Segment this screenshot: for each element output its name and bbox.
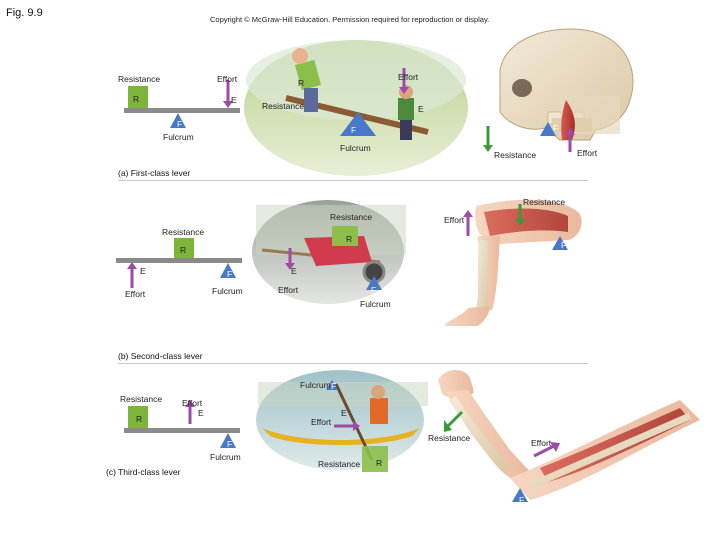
child-shirt [294, 59, 322, 91]
a-diagram-resistance-label: Resistance [118, 74, 161, 84]
wheelbarrow-scene [252, 200, 406, 304]
skull-scene [483, 28, 634, 152]
lever-beam [124, 108, 240, 113]
a-skull-f-label: F [553, 123, 559, 133]
third-class-lever-diagram [124, 400, 240, 448]
canoe-hull [262, 428, 420, 445]
eye-socket [512, 79, 532, 97]
b-barrow-effort-label: Effort [278, 285, 299, 295]
c-canoe-r-label: R [376, 458, 383, 468]
man-shirt [398, 98, 414, 120]
b-leg-resistance-label: Resistance [523, 197, 566, 207]
second-class-lever-diagram [116, 238, 242, 288]
c-diagram-f-label: F [227, 439, 233, 449]
b-barrow-fulcrum-label: Fulcrum [360, 299, 391, 309]
b-barrow-f-label: F [371, 285, 377, 295]
c-arm-f-label: F [519, 495, 525, 505]
c-arm-resistance-label: Resistance [428, 433, 471, 443]
c-canoe-fulcrum-label: Fulcrum [300, 380, 331, 390]
caption-divider-a [118, 180, 588, 181]
a-seesaw-resistance-label: Resistance [262, 101, 305, 111]
c-diagram-resistance-label: Resistance [120, 394, 163, 404]
b-diagram-r-label: R [180, 245, 187, 255]
c-diagram-e-label: E [198, 408, 204, 418]
leg-scene [444, 199, 582, 326]
a-seesaw-f-label: F [351, 125, 357, 135]
a-diagram-r-label: R [133, 94, 140, 104]
b-diagram-f-label: F [227, 269, 233, 279]
c-canoe-effort-label: Effort [311, 417, 332, 427]
caption-divider-b [118, 363, 588, 364]
b-diagram-resistance-label: Resistance [162, 227, 205, 237]
b-barrow-r-label: R [346, 234, 353, 244]
a-diagram-effort-label: Effort [217, 74, 238, 84]
c-canoe-e-label: E [341, 408, 347, 418]
a-skull-resistance-label: Resistance [494, 150, 537, 160]
foot [444, 306, 490, 326]
a-skull-effort-label: Effort [577, 148, 598, 158]
neck-muscle [561, 100, 575, 140]
c-canoe-f-label: F [331, 381, 337, 391]
life-vest [370, 398, 388, 424]
b-leg-f-label: F [561, 240, 567, 250]
b-diagram-effort-label: Effort [125, 289, 146, 299]
a-diagram-e-label: E [231, 95, 237, 105]
b-diagram-fulcrum-label: Fulcrum [212, 286, 243, 296]
a-seesaw-fulcrum-label: Fulcrum [340, 143, 371, 153]
a-diagram-fulcrum-label: Fulcrum [163, 132, 194, 142]
b-leg-effort-label: Effort [444, 215, 465, 225]
a-seesaw-e-label: E [418, 104, 424, 114]
caption-second-class: (b) Second-class lever [118, 351, 203, 361]
arm-scene [438, 369, 700, 502]
a-diagram-f-label: F [177, 119, 183, 129]
canoe-scene [256, 370, 428, 472]
seesaw-scene [244, 40, 468, 176]
a-seesaw-effort-label: Effort [398, 72, 419, 82]
c-diagram-r-label: R [136, 414, 143, 424]
copyright-notice: Copyright © McGraw-Hill Education. Permi… [210, 15, 490, 24]
caption-first-class: (a) First-class lever [118, 168, 191, 178]
seesaw-fulcrum [340, 112, 376, 136]
caption-third-class: (c) Third-class lever [106, 467, 181, 477]
c-arm-effort-label: Effort [531, 438, 552, 448]
a-seesaw-r-label: R [298, 78, 305, 88]
b-diagram-e-label: E [140, 266, 146, 276]
fulcrum-triangle [170, 113, 186, 128]
b-barrow-e-label: E [291, 266, 297, 276]
figure-label: Fig. 9.9 [6, 7, 43, 19]
c-canoe-resistance-label: Resistance [318, 459, 361, 469]
c-diagram-fulcrum-label: Fulcrum [210, 452, 241, 462]
resistance-block [128, 86, 148, 108]
c-diagram-effort-label: Effort [182, 398, 203, 408]
first-class-lever-diagram [124, 80, 240, 128]
b-barrow-resistance-label: Resistance [330, 212, 373, 222]
